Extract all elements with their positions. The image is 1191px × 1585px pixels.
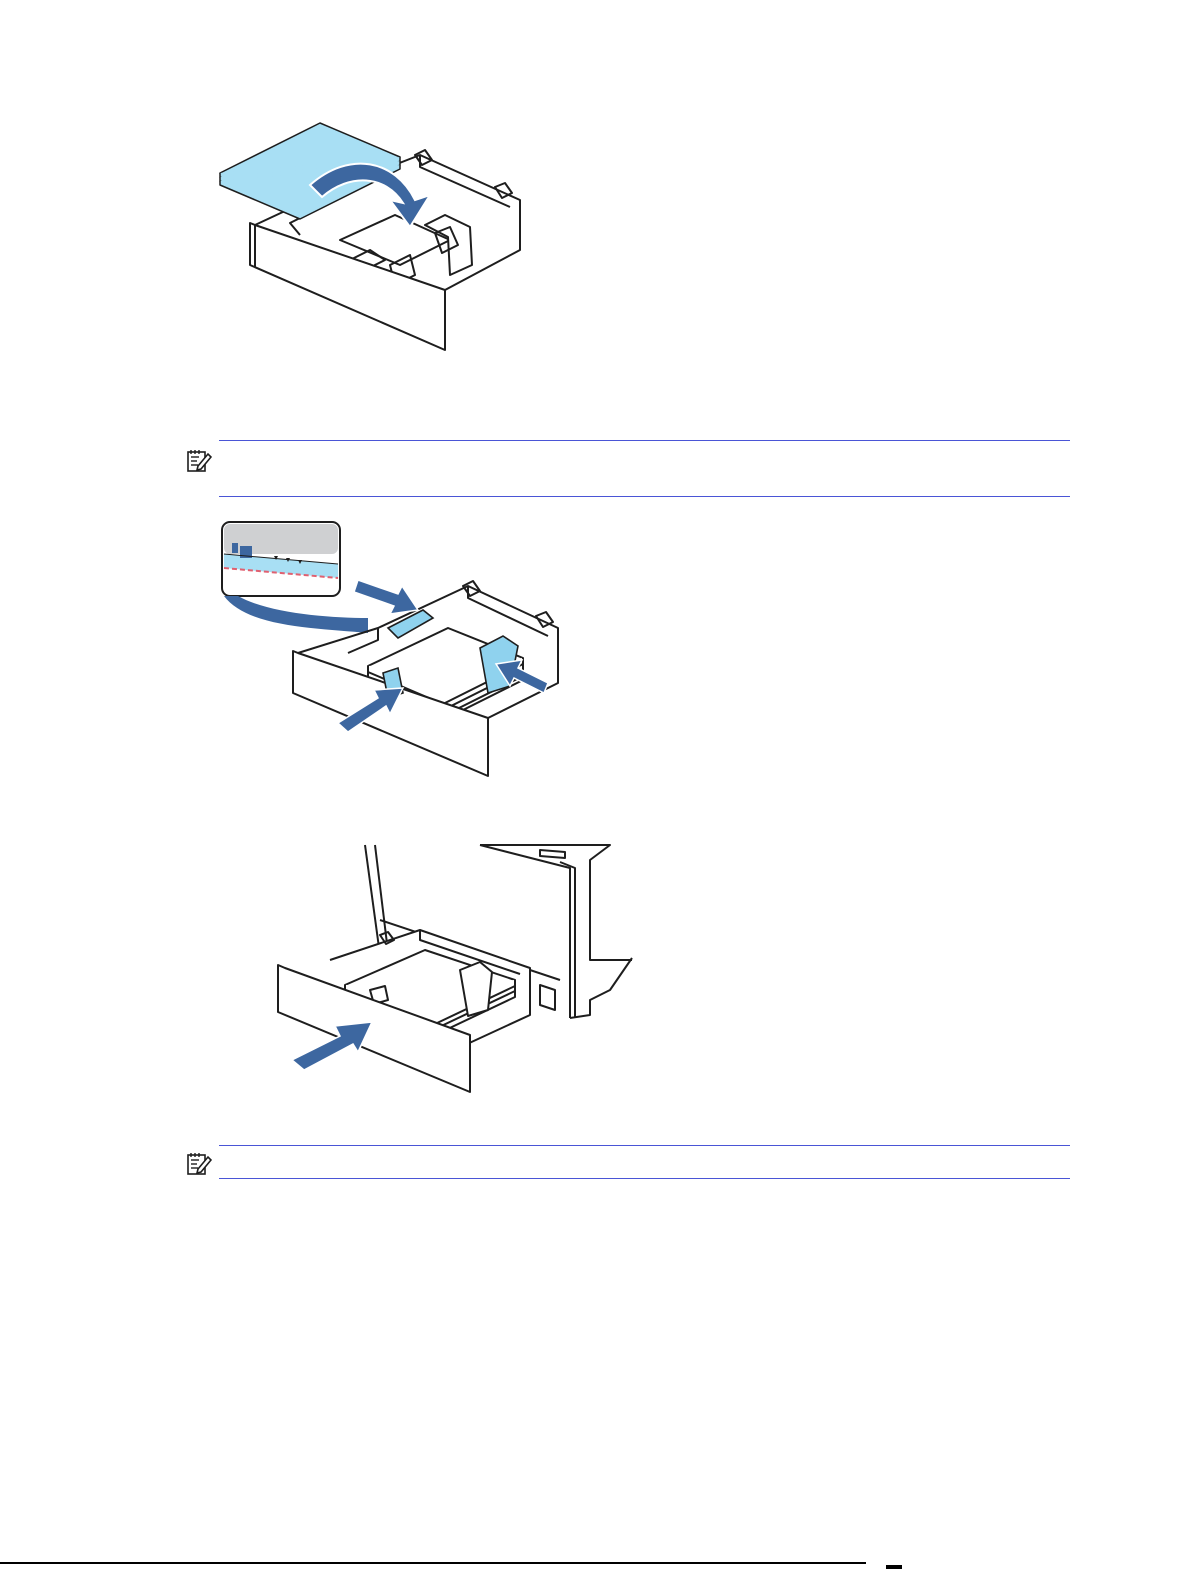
note-bottom-rule bbox=[219, 496, 1070, 497]
note-top-rule bbox=[219, 1145, 1070, 1146]
footer-mark bbox=[886, 1565, 902, 1569]
close-tray-figure bbox=[270, 840, 640, 1100]
footer-rule bbox=[0, 1562, 866, 1564]
note-top-rule bbox=[219, 440, 1070, 441]
push-arrow-icon bbox=[354, 580, 418, 614]
note-icon bbox=[186, 1151, 212, 1177]
note-icon bbox=[186, 448, 212, 474]
note-bottom-rule bbox=[219, 1178, 1070, 1179]
load-paper-into-tray-figure bbox=[210, 115, 540, 355]
adjust-paper-guides-figure bbox=[218, 518, 578, 783]
guide-mark-inset bbox=[222, 522, 340, 596]
